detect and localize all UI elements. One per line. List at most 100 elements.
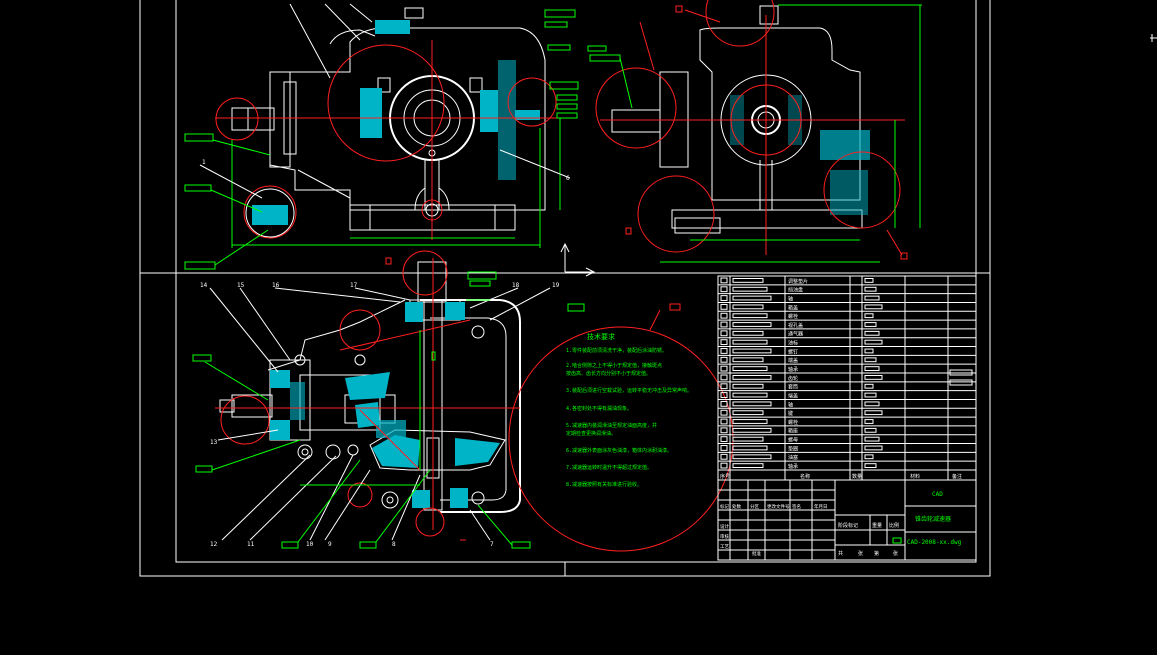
bom-row-qty-cell — [864, 427, 877, 433]
bom-header-name: 名称 — [800, 473, 810, 480]
bom-row-number-cell — [720, 321, 728, 328]
bom-row-number-cell — [720, 339, 728, 346]
balloon-12: 12 — [210, 541, 218, 548]
weight-label: 重量 — [872, 522, 882, 529]
bom-row-code-cell — [732, 392, 768, 398]
bom-row-qty-cell — [864, 445, 883, 451]
bom-row-name: 箱座 — [788, 428, 798, 435]
tech-note-line-4: 3.装配后须进行空载试验，运转平稳无冲击及异常声响。 — [566, 387, 692, 394]
sign-grid-label: 签名 — [792, 503, 801, 510]
bom-row-name: 端盖 — [788, 392, 798, 399]
bom-header-material: 材料 — [910, 473, 920, 480]
bom-row-qty-cell — [864, 339, 883, 345]
bom-row-qty-cell — [864, 330, 880, 336]
bom-row-name: 套筒 — [788, 384, 798, 391]
balloon-11: 11 — [247, 541, 255, 548]
bom-row-code-cell — [732, 427, 772, 433]
bom-row-qty-cell — [864, 313, 874, 319]
bom-row-qty-cell — [864, 419, 874, 424]
balloon-9: 9 — [328, 541, 332, 548]
bom-row-number-cell — [720, 303, 728, 310]
bom-row-number-cell — [720, 453, 728, 460]
bom-row-number-cell — [720, 445, 728, 451]
bom-row-number-cell — [720, 374, 728, 381]
bom-row-qty-cell — [864, 410, 883, 416]
sheet-unit-label-2: 张 — [893, 550, 898, 557]
bom-row-number-cell — [720, 348, 728, 354]
bom-row-code-cell — [732, 375, 772, 380]
stage-mark-label: 阶段标记 — [838, 522, 858, 529]
bom-row-name: 油标 — [788, 340, 798, 347]
bom-row-code-cell — [732, 322, 772, 327]
bom-row-name: 通气器 — [788, 331, 803, 338]
side-view — [587, 0, 922, 263]
bom-row-code-cell — [732, 445, 768, 451]
sheet-unit-label-1: 张 — [858, 550, 863, 557]
sign-grid-label: 设计 — [720, 523, 729, 530]
tech-note-line-2: 2.啮合侧隙之上不得小于规定值，接触斑点 — [566, 362, 662, 369]
bom-row-name: 螺栓 — [788, 419, 798, 426]
balloon-14: 14 — [200, 282, 208, 289]
sign-grid-label: 标记 — [720, 503, 729, 510]
balloon-10: 10 — [306, 541, 314, 548]
bom-row-number-cell — [720, 409, 728, 416]
bom-row-code-cell — [732, 304, 764, 310]
sign-grid-label: 批准 — [752, 550, 761, 557]
bom-row-number-cell — [720, 286, 728, 293]
bom-row-code-cell — [732, 357, 764, 363]
bom-row-code-cell — [732, 339, 768, 345]
bom-row-number-cell — [720, 436, 728, 443]
bom-header-remark: 备注 — [952, 473, 962, 480]
bom-row-qty-cell — [864, 295, 880, 301]
bom-row-name: 轴承 — [788, 463, 798, 470]
technical-notes: 技术要求 1.零件装配前须清洗干净，装配后涂油防锈。 2.啮合侧隙之上不得小于规… — [566, 332, 692, 488]
tech-note-line-7: 定期检查更换润滑油。 — [566, 430, 616, 437]
balloon-front-6: 6 — [566, 175, 570, 182]
sheet-total-label: 共 — [838, 550, 843, 557]
bom-row-name: 垫圈 — [788, 445, 798, 452]
drawing-frame — [139, 0, 1157, 577]
bom-row-number-cell — [720, 400, 728, 407]
bom-row-qty-cell — [864, 304, 883, 310]
bom-row-qty-cell — [864, 454, 874, 460]
sign-grid-label: 更改文件号 — [767, 503, 790, 510]
drawing-number: CAD-2008-xx.dwg — [907, 539, 962, 546]
parts-list: 调整垫片挡油盘轴箱盖螺栓视孔盖通气器油标螺钉端盖轴承齿轮套筒端盖轴键螺栓箱座螺母… — [717, 275, 977, 481]
bom-row-code-cell — [732, 366, 768, 372]
bom-row-qty-cell — [864, 366, 880, 372]
balloon-19: 19 — [552, 282, 560, 289]
balloon-front-1: 1 — [202, 159, 206, 166]
bom-row-name: 轴 — [788, 401, 793, 408]
section-view: 14 15 16 17 18 19 13 12 11 10 9 8 7 — [192, 250, 734, 552]
balloon-18: 18 — [512, 282, 520, 289]
balloon-17: 17 — [350, 282, 358, 289]
sign-grid-label: 处数 — [732, 503, 741, 510]
tech-note-line-5: 4.各密封处不得有漏油现象。 — [566, 405, 632, 412]
bom-row-name: 调整垫片 — [788, 278, 808, 285]
bom-row-name: 油塞 — [788, 454, 798, 461]
tech-note-line-10: 8.减速器按照有关标准进行验收。 — [566, 481, 642, 488]
bom-row-code-cell — [732, 348, 772, 354]
bom-row-name: 键 — [788, 410, 793, 417]
bom-row-number-cell — [720, 427, 728, 434]
tech-note-line-8: 6.减速器外表面涂灰色油漆，箱体内涂耐油漆。 — [566, 447, 672, 454]
tech-note-line-9: 7.减速器运转时温升不得超过规定值。 — [566, 464, 652, 471]
bom-row-qty-cell — [864, 401, 880, 407]
bom-row-code-cell — [732, 401, 772, 407]
bom-row-code-cell — [732, 436, 764, 442]
sign-grid-label: 分区 — [750, 503, 759, 510]
bom-row-code-cell — [732, 383, 764, 389]
bom-row-qty-cell — [864, 278, 874, 283]
sign-grid-label: 年月日 — [814, 503, 828, 510]
bom-row-number-cell — [720, 330, 728, 337]
bom-row-name: 轴承 — [788, 366, 798, 373]
balloon-16: 16 — [272, 282, 280, 289]
bom-row-qty-cell — [864, 392, 877, 398]
bom-row-code-cell — [732, 463, 764, 469]
tech-notes-title: 技术要求 — [587, 332, 615, 341]
bom-row-name: 轴 — [788, 295, 793, 302]
bom-row-code-cell — [732, 295, 772, 301]
bom-row-number-cell — [720, 277, 728, 284]
